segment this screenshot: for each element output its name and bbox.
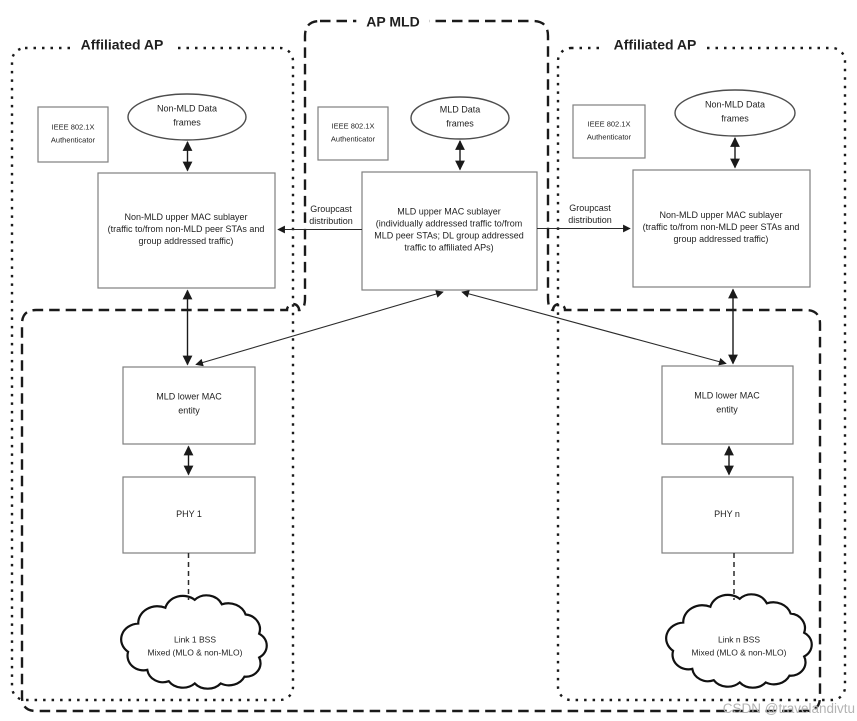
ieee-authenticator-center-box — [317, 106, 389, 161]
ieee-authenticator-right-box — [572, 104, 646, 159]
upper-mac-center-box — [361, 171, 538, 291]
data-frames-center-ellipse — [410, 96, 510, 140]
lower-mac-right-label: MLD lower MAC entity — [694, 390, 760, 415]
lower-mac-left-label: MLD lower MAC entity — [156, 391, 222, 416]
phy-right-box — [661, 476, 794, 554]
phy-right-label: PHY n — [714, 509, 740, 520]
arrow-center-lowermac-right — [461, 290, 727, 366]
lower-mac-right-box — [661, 365, 794, 445]
upper-mac-left-label: Non-MLD upper MAC sublayer (traffic to/f… — [107, 212, 265, 246]
phy-left-label: PHY 1 — [176, 509, 202, 520]
groupcast-left-label: Groupcast distribution — [307, 202, 355, 228]
phy-left-box — [122, 476, 256, 554]
bss-left-label: Link 1 BSS Mixed (MLO & non-MLO) — [147, 634, 243, 657]
ieee-authenticator-center-label: IEEE 802.1X Authenticator — [330, 121, 376, 143]
groupcast-right-label: Groupcast distribution — [566, 201, 614, 227]
lower-mac-left-box — [122, 366, 256, 445]
ieee-authenticator-left-box — [37, 106, 109, 163]
data-frames-right-ellipse — [674, 89, 796, 137]
bss-right-label: Link n BSS Mixed (MLO & non-MLO) — [691, 634, 787, 657]
arrow-center-lowermac-left — [195, 290, 444, 367]
data-frames-left-ellipse — [127, 93, 247, 141]
upper-mac-right-label: Non-MLD upper MAC sublayer (traffic to/f… — [642, 210, 800, 244]
affiliated-ap-left-title: Affiliated AP — [70, 36, 174, 53]
data-frames-left-label: Non-MLD Data frames — [156, 103, 218, 128]
ieee-authenticator-left-label: IEEE 802.1X Authenticator — [50, 122, 96, 144]
data-frames-center-label: MLD Data frames — [439, 104, 481, 129]
upper-mac-center-label: MLD upper MAC sublayer (individually add… — [374, 206, 524, 252]
ap-mld-title: AP MLD — [356, 13, 430, 30]
ieee-authenticator-right-label: IEEE 802.1X Authenticator — [586, 119, 632, 141]
upper-mac-left-box — [97, 172, 276, 289]
watermark: CSDN @travelandivtu — [722, 701, 855, 716]
affiliated-ap-right-boundary — [556, 46, 847, 702]
affiliated-ap-right-title: Affiliated AP — [603, 36, 707, 53]
data-frames-right-label: Non-MLD Data frames — [704, 99, 766, 124]
upper-mac-right-box — [632, 169, 811, 288]
